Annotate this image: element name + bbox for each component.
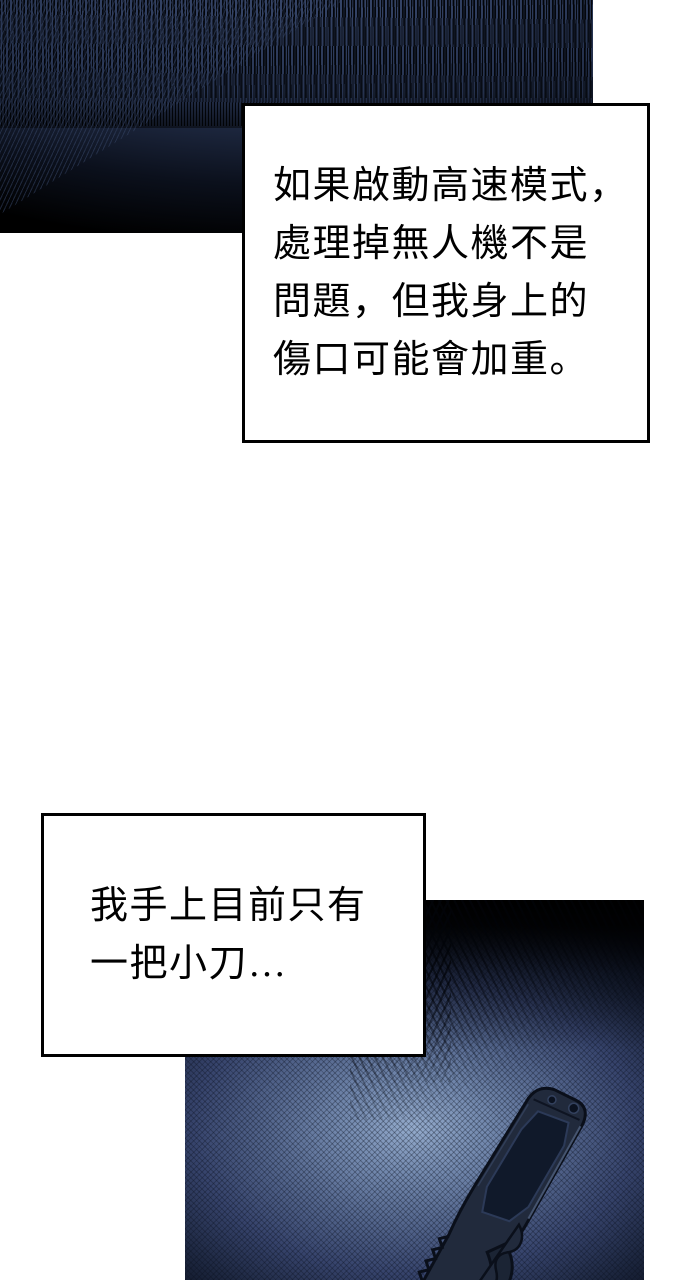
speech-line: 我手上目前只有 — [90, 885, 367, 927]
speech-box-1: 如果啟動高速模式， 處理掉無人機不是 問題，但我身上的 傷口可能會加重。 — [242, 103, 650, 443]
speech-line: 如果啟動高速模式， — [273, 165, 629, 207]
speech-line: 傷口可能會加重。 — [273, 339, 590, 381]
speech-box-2: 我手上目前只有 一把小刀… — [41, 813, 426, 1057]
knife-illustration — [411, 1086, 587, 1280]
speech-line: 處理掉無人機不是 — [273, 223, 590, 265]
speech-line: 一把小刀… — [90, 943, 288, 985]
speech-line: 問題，但我身上的 — [273, 281, 590, 323]
